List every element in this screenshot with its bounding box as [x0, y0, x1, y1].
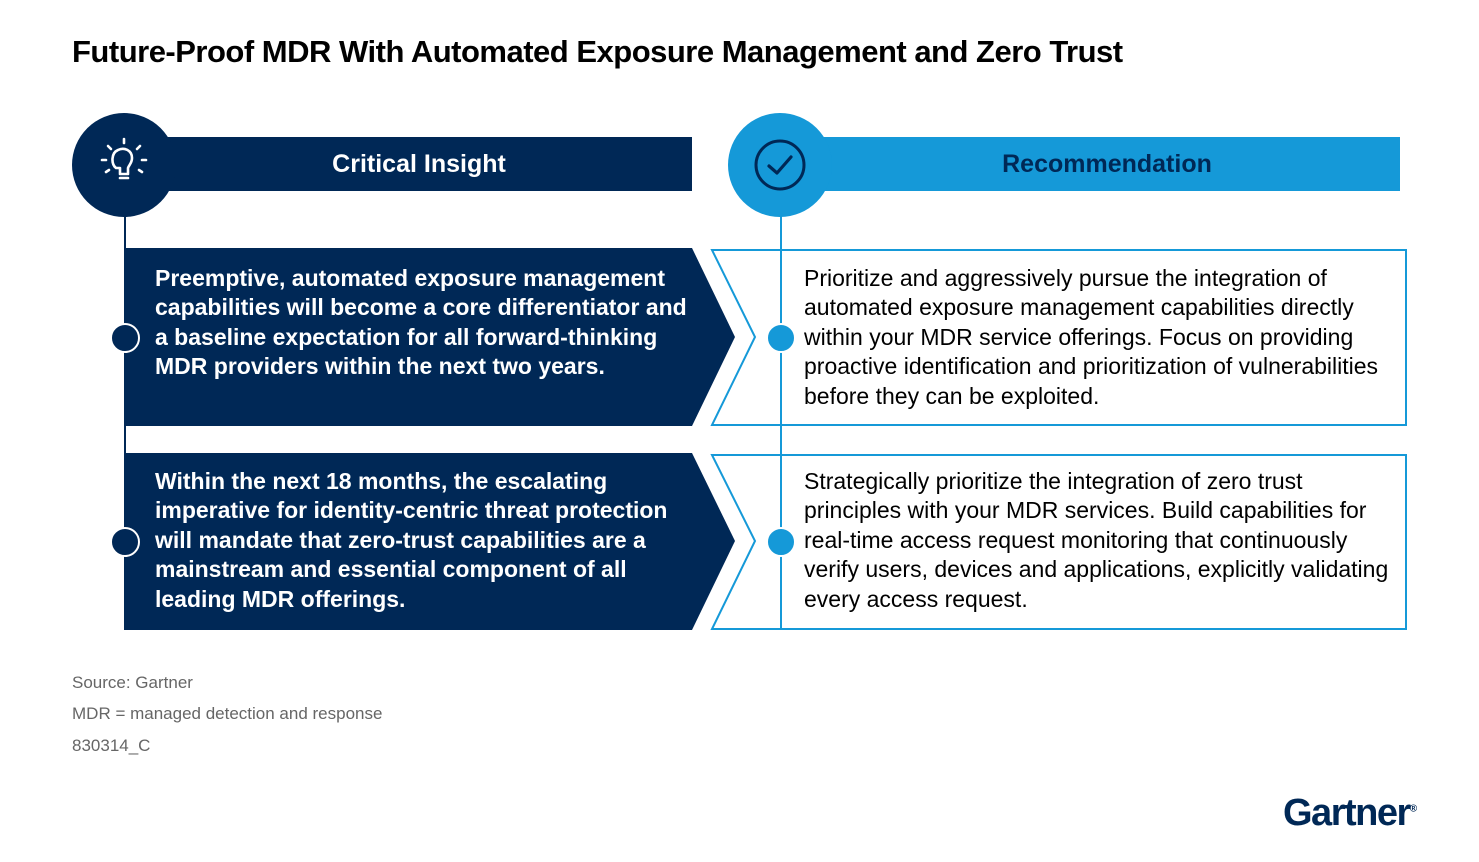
recommendation-text-1: Prioritize and aggressively pursue the i…	[804, 265, 1379, 409]
page-title: Future-Proof MDR With Automated Exposure…	[72, 34, 1123, 69]
insight-text-1: Preemptive, automated exposure managemen…	[155, 265, 687, 380]
insight-text-2: Within the next 18 months, the escalatin…	[155, 468, 668, 612]
insight-dot-1	[110, 323, 140, 353]
critical-insight-header: Critical Insight	[124, 137, 692, 191]
recommendation-timeline	[780, 216, 782, 630]
insight-dot-2	[110, 527, 140, 557]
insight-timeline	[124, 216, 126, 630]
registered-mark: ®	[1409, 803, 1417, 815]
recommendation-text-2: Strategically prioritize the integration…	[804, 468, 1389, 612]
recommendation-dot-2	[766, 527, 796, 557]
recommendation-header: Recommendation	[780, 137, 1400, 191]
recommendation-icon-circle	[728, 113, 832, 217]
recommendation-dot-1	[766, 323, 796, 353]
recommendation-box-2	[710, 454, 1407, 630]
recommendation-box-1	[710, 249, 1407, 426]
gartner-logo: Gartner®	[1283, 792, 1417, 835]
checkmark-circle-icon	[754, 139, 806, 191]
insight-box-1	[124, 248, 735, 426]
abbreviation-note: MDR = managed detection and response	[72, 704, 383, 723]
lightbulb-icon	[100, 137, 148, 180]
source-note: Source: Gartner	[72, 673, 193, 692]
insight-icon-circle	[72, 113, 176, 217]
insight-box-2	[124, 453, 735, 630]
gartner-logo-text: Gartner	[1283, 792, 1411, 834]
figure-id: 830314_C	[72, 736, 151, 755]
